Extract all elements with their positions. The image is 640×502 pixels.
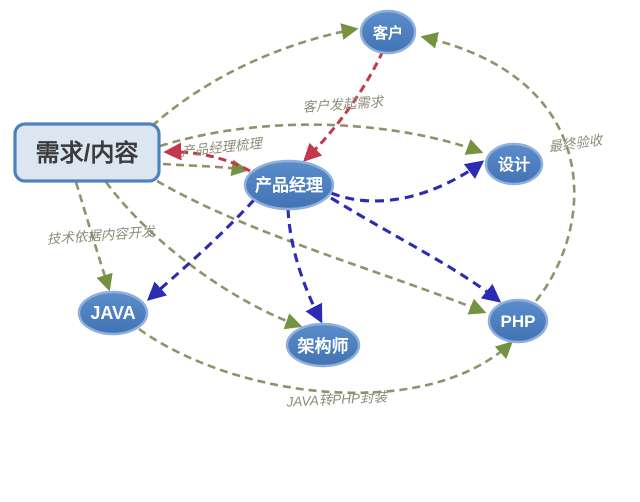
node-php-label: PHP bbox=[501, 312, 536, 331]
node-architect-label: 架构师 bbox=[298, 336, 349, 356]
edge-label-java-to-php: JAVA转PHP封装 bbox=[285, 389, 389, 409]
node-design-shape bbox=[484, 142, 544, 186]
node-product-manager-shape bbox=[243, 159, 335, 211]
edge-product-manager-to-java bbox=[146, 198, 256, 301]
node-architect: 架构师 bbox=[285, 322, 361, 368]
edge-requirements-to-architect bbox=[104, 181, 303, 330]
edge-php-to-customer bbox=[420, 31, 576, 302]
node-requirements: 需求/内容 bbox=[13, 122, 161, 183]
node-java-label: JAVA bbox=[90, 303, 135, 323]
edge-requirements-to-java bbox=[74, 181, 113, 292]
node-design: 设计 bbox=[484, 142, 544, 186]
edge-label-tech-develops: 技术依据内容开发 bbox=[46, 224, 156, 247]
edge-requirements-to-php bbox=[156, 179, 487, 315]
node-product-manager-label: 产品经理 bbox=[255, 175, 323, 195]
node-requirements-label: 需求/内容 bbox=[36, 139, 139, 167]
node-architect-shape bbox=[285, 322, 361, 368]
edge-product-manager-to-requirements bbox=[163, 142, 251, 173]
edge-customer-to-product-manager bbox=[303, 50, 385, 162]
node-java: JAVA bbox=[77, 290, 149, 336]
edge-product-manager-to-architect bbox=[286, 208, 323, 324]
edge-requirements-to-product-manager bbox=[162, 159, 249, 177]
edge-label-customer-initiates: 客户发起需求 bbox=[302, 94, 385, 115]
edge-product-manager-to-design bbox=[330, 160, 485, 203]
edge-product-manager-to-php bbox=[330, 196, 502, 303]
edge-java-to-php bbox=[138, 327, 513, 395]
edge-label-final-acceptance: 最终验收 bbox=[548, 132, 606, 155]
edge-label-pm-organizes: 产品经理梳理 bbox=[180, 136, 265, 160]
node-customer-label: 客户 bbox=[372, 24, 403, 42]
node-product-manager: 产品经理 bbox=[243, 159, 335, 211]
edge-requirements-to-design bbox=[159, 123, 484, 155]
node-customer: 客户 bbox=[359, 9, 417, 55]
node-customer-shape bbox=[359, 9, 417, 55]
node-php-shape bbox=[487, 298, 549, 344]
node-design-label: 设计 bbox=[498, 155, 530, 174]
node-php: PHP bbox=[487, 298, 549, 344]
node-requirements-shape bbox=[13, 122, 161, 183]
node-java-shape bbox=[77, 290, 149, 336]
edge-requirements-to-customer bbox=[151, 23, 359, 127]
